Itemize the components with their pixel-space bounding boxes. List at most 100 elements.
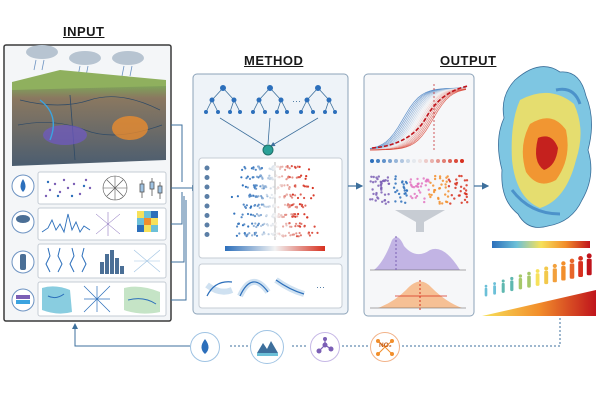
dot-marker [370,159,374,163]
feature-icon [204,165,210,171]
input-row-icons [11,174,35,312]
beeswarm-point [260,167,263,170]
beeswarm-point [273,232,276,235]
beeswarm-point [294,225,297,228]
scatter-point [372,192,375,196]
scatter-point [437,196,440,200]
scatter-point [376,196,379,199]
beeswarm-point [300,205,304,208]
beeswarm-point [236,225,239,228]
scatter-point [380,187,383,190]
person-body [544,270,549,285]
water-drop-icon [190,332,220,362]
scatter-point [423,197,426,200]
person-icon [544,266,549,271]
scatter-point [377,184,380,187]
beeswarm-point [312,194,315,197]
beeswarm-point [273,176,276,180]
beeswarm-point [291,213,294,216]
scatter-point [369,180,372,183]
scatter-point [386,179,389,182]
scatter-point [405,182,408,185]
scatter-point [466,201,469,204]
beeswarm-point [254,222,257,225]
beeswarm-point [242,203,245,206]
beeswarm-point [259,213,263,217]
beeswarm-point [248,177,252,180]
beeswarm-point [306,185,310,188]
dot-marker [442,159,446,163]
person-body [527,275,531,288]
beeswarm-point [241,213,244,216]
scatter-point [419,191,422,194]
person-icon [578,256,583,261]
map-colorbar [492,241,590,248]
beeswarm-point [289,195,292,198]
scatter-point [428,193,431,196]
no2-label: NO₂ [379,342,392,349]
beeswarm-point [311,186,314,190]
beeswarm-point [285,213,288,216]
beeswarm-point [243,205,247,208]
person-body [518,278,523,290]
scatter-point [427,180,430,183]
scatter-point [444,183,447,186]
feature-icon [204,232,210,237]
beeswarm-point [310,197,313,200]
beeswarm-point [297,235,300,238]
beeswarm-point [269,187,272,190]
scatter-point [460,174,463,178]
person-body [578,261,583,277]
scatter-point [387,193,390,196]
beeswarm-point [288,222,291,225]
scatter-point [374,199,377,202]
scatter-point [444,186,447,189]
beeswarm-point [305,175,308,178]
beeswarm-point [279,165,282,168]
scatter-point [400,200,403,203]
beeswarm-point [263,185,266,188]
beeswarm-point [277,176,280,179]
beeswarm-point [287,187,291,190]
scatter-point [445,176,448,179]
beeswarm-point [288,176,291,179]
no2-pollutant-icon: NO₂ [370,332,400,362]
scatter-point [463,198,467,202]
beeswarm-point [303,196,306,200]
feature-icon [204,175,210,180]
person-icon [569,258,575,264]
scatter-point [463,187,466,190]
beeswarm-point [265,205,268,208]
person-body [493,285,497,295]
beeswarm-point [304,177,307,180]
beeswarm-point [254,168,257,171]
scatter-point [432,190,436,194]
beeswarm-point [281,175,284,178]
scatter-point [453,197,456,200]
dot-marker [460,159,464,163]
beeswarm-point [238,232,241,235]
method-title: METHOD [244,53,304,68]
scatter-point [447,178,451,181]
beeswarm-point [296,215,299,218]
beeswarm-point [252,167,255,170]
beeswarm-point [278,167,282,171]
beeswarm-point [246,175,249,178]
scatter-point [427,188,430,191]
feature-icon [204,184,210,190]
scatter-point [420,182,424,185]
beeswarm-point [261,197,264,200]
beeswarm-point [270,232,273,235]
scatter-point [430,193,433,197]
scatter-point [441,179,445,182]
beeswarm-point [255,187,258,190]
person-body [535,273,540,286]
dot-marker [436,159,440,163]
scatter-point [422,177,425,180]
scatter-point [402,185,405,189]
beeswarm-point [272,185,275,188]
scatter-point [394,190,397,194]
density-plot-orange [370,280,466,310]
beeswarm-point [274,205,277,208]
beeswarm-point [285,222,288,225]
